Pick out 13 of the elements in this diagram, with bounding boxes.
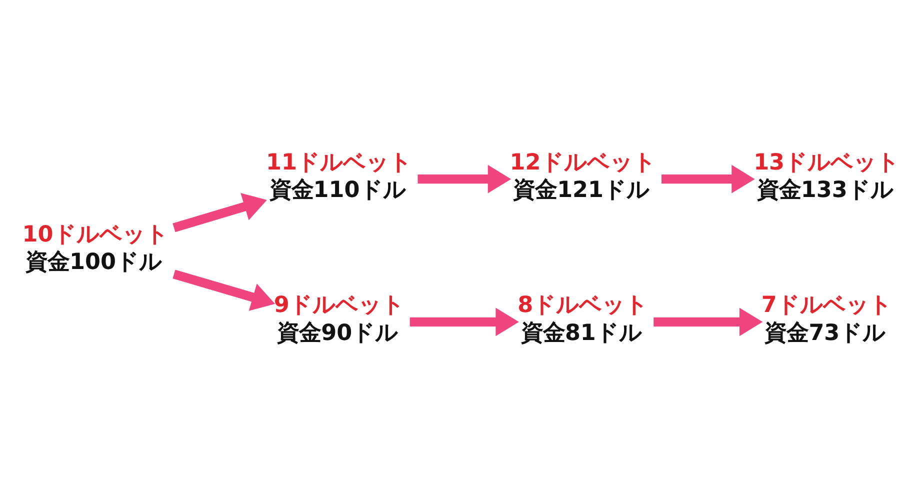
node-text: 10ドルベット 資金100ドル — [22, 220, 168, 274]
arrow — [410, 307, 519, 336]
arrow — [172, 192, 267, 232]
arrow — [661, 164, 755, 193]
node-text: 13ドルベット 資金133ドル — [754, 148, 900, 202]
arrow — [418, 164, 512, 193]
node-text: 12ドルベット 資金121ドル — [510, 148, 656, 202]
node-text: 9ドルベット 資金90ドル — [274, 292, 404, 346]
node-text: 8ドルベット 資金81ドル — [518, 292, 648, 346]
node-text: 11ドルベット 資金110ドル — [266, 148, 412, 202]
node-text: 7ドルベット 資金73ドル — [761, 292, 892, 346]
arrow — [654, 307, 763, 336]
arrow — [172, 269, 276, 310]
